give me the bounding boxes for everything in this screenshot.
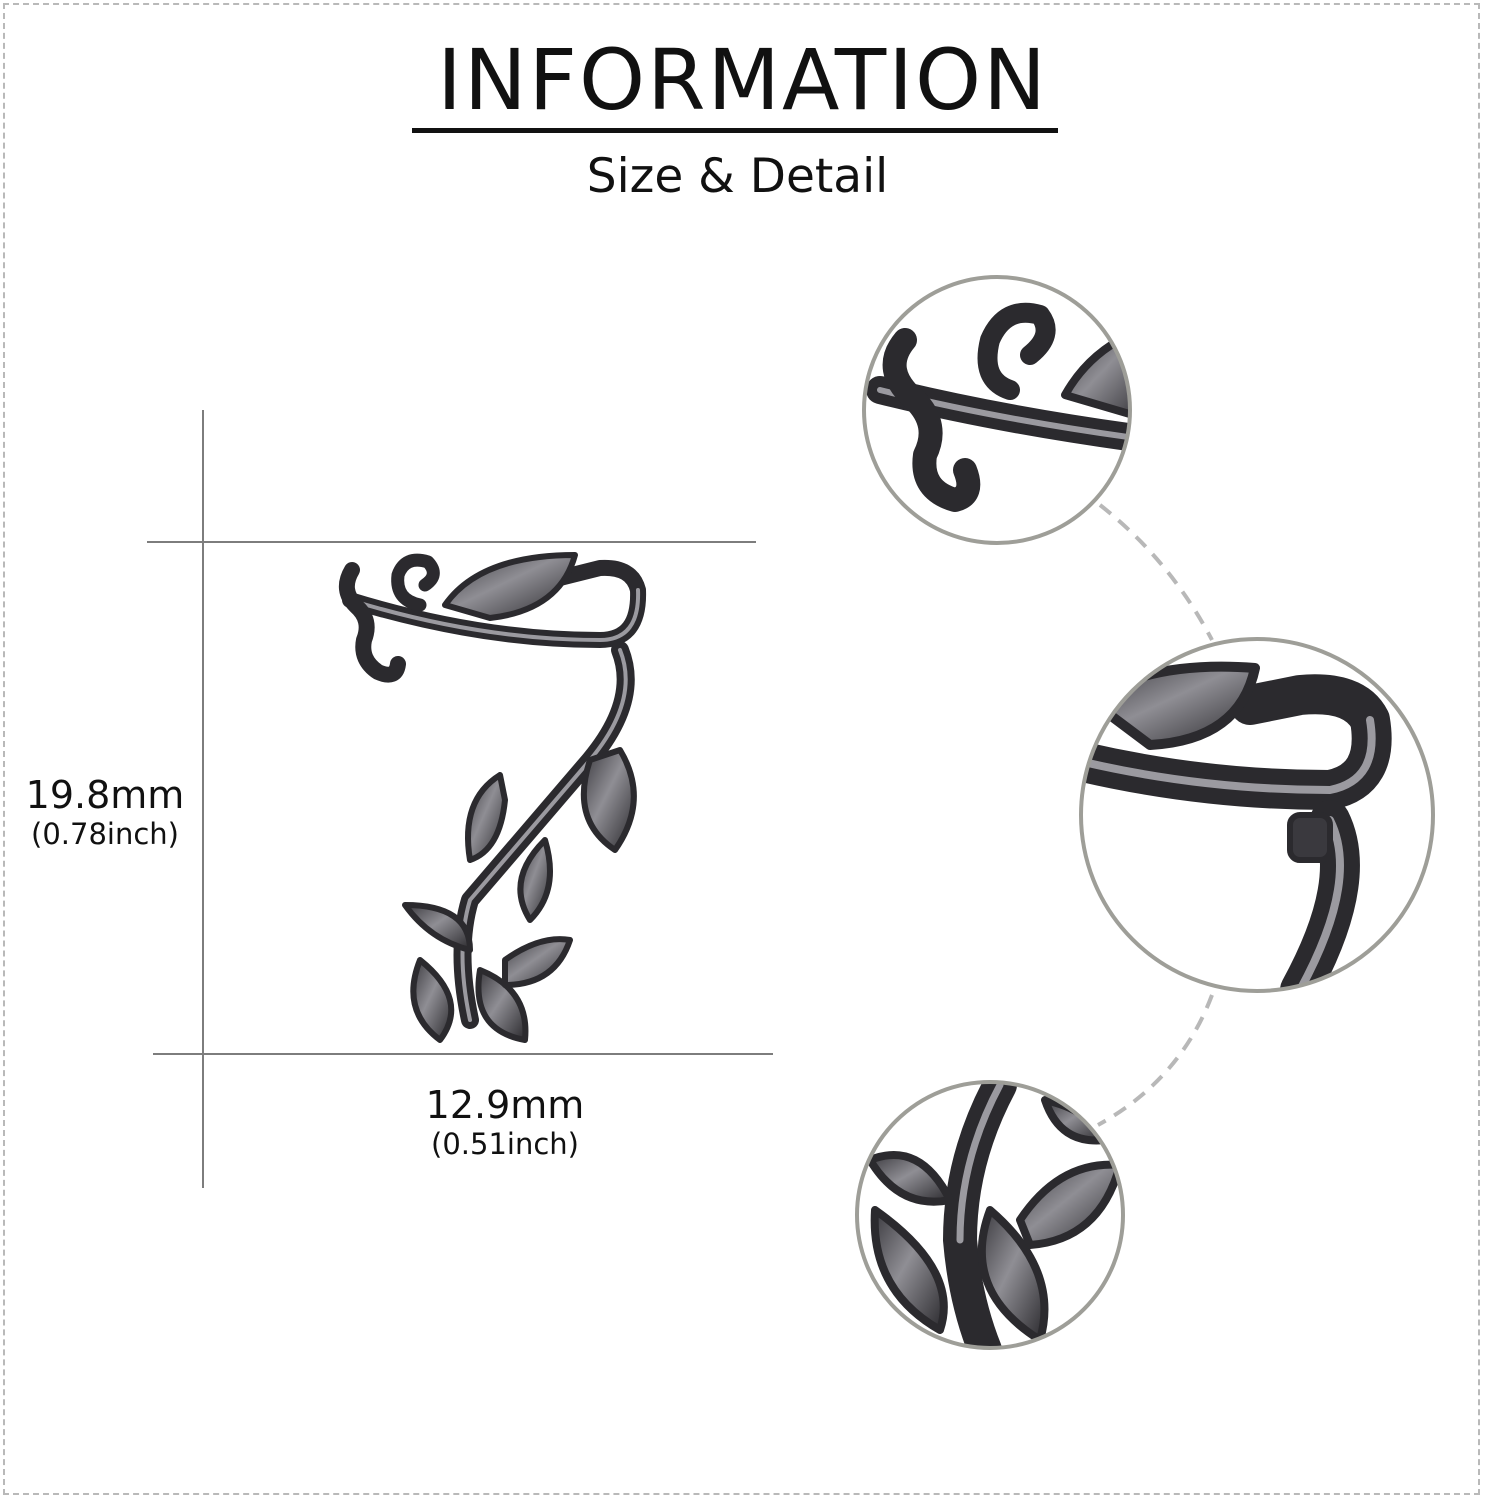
leaf-cluster-detail: [855, 1080, 1125, 1350]
bottom-guide-line: [153, 1053, 773, 1055]
dashed-page-border: [3, 3, 1480, 1495]
top-scroll-detail: [862, 275, 1132, 545]
cuff-bend-detail: [1079, 637, 1435, 993]
width-inch-label: (0.51inch): [431, 1127, 579, 1161]
width-mm-label: 12.9mm: [425, 1083, 585, 1127]
ear-cuff-product: [338, 552, 647, 1043]
top-guide-line: [147, 541, 756, 543]
height-inch-label: (0.78inch): [31, 817, 179, 851]
height-dimension: 19.8mm (0.78inch): [10, 776, 200, 849]
page-title: INFORMATION: [437, 31, 1048, 129]
vertical-guide-line: [202, 410, 204, 1188]
connector-top: [1098, 503, 1214, 641]
height-mm-label: 19.8mm: [25, 773, 185, 817]
connector-bottom: [1097, 994, 1214, 1127]
title-underline: [412, 128, 1058, 133]
page-subtitle: Size & Detail: [586, 149, 889, 204]
width-dimension: 12.9mm (0.51inch): [400, 1086, 610, 1159]
